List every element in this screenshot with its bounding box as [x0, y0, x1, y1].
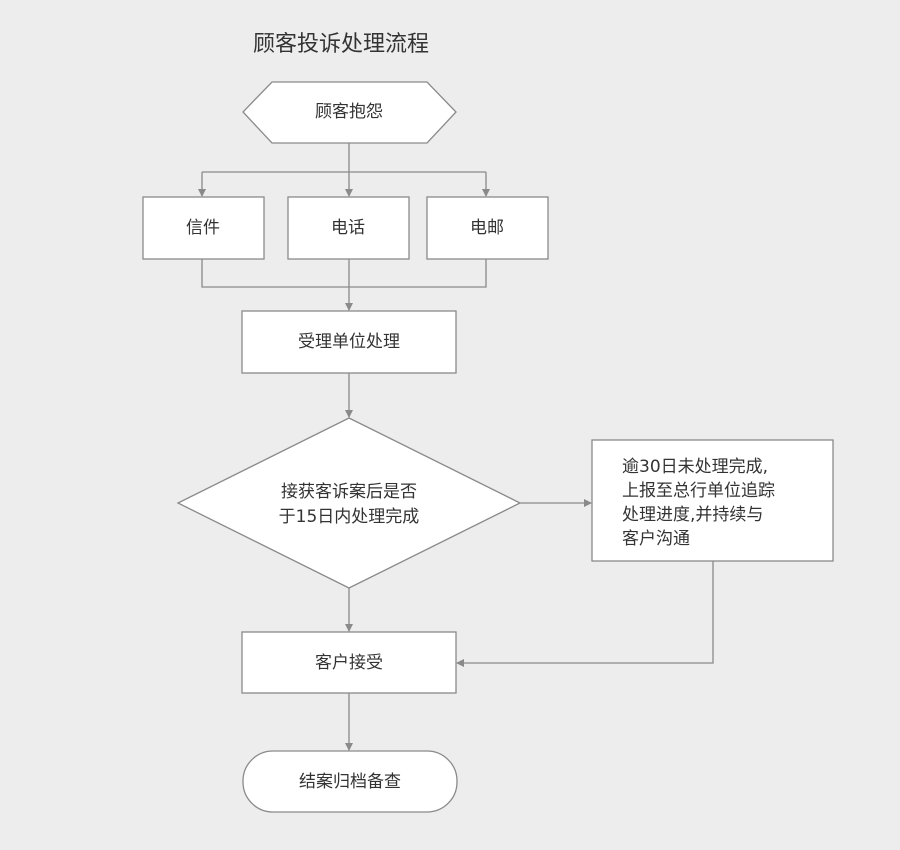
letter-node: 信件	[142, 196, 265, 260]
end-node: 结案归档备查	[242, 750, 458, 813]
escalate-label-line2: 上报至总行单位追踪	[622, 481, 775, 501]
start-label: 顾客抱怨	[315, 102, 383, 122]
start-node: 顾客抱怨	[242, 81, 457, 144]
edge-split-letter	[202, 171, 486, 196]
accept-node: 客户接受	[241, 631, 457, 694]
edge-escalate-accept	[456, 561, 714, 667]
decision-node: 接获客诉案后是否 于15日内处理完成	[176, 417, 522, 589]
escalate-label-line4: 客户沟通	[622, 529, 690, 549]
email-label: 电邮	[470, 218, 504, 238]
escalate-node: 逾30日未处理完成, 上报至总行单位追踪 处理进度,并持续与 客户沟通	[591, 439, 834, 562]
phone-node: 电话	[287, 196, 410, 260]
accept-label: 客户接受	[315, 653, 383, 673]
diagram-title: 顾客投诉处理流程	[253, 32, 430, 57]
decision-label-line1: 接获客诉案后是否	[281, 482, 417, 502]
edge-merge	[201, 259, 487, 288]
edges	[201, 143, 714, 751]
handle-node: 受理单位处理	[241, 310, 457, 374]
end-label: 结案归档备查	[299, 772, 401, 792]
phone-label: 电话	[331, 218, 365, 238]
escalate-label-line1: 逾30日未处理完成,	[622, 457, 768, 477]
escalate-label-line3: 处理进度,并持续与	[622, 505, 763, 525]
decision-label-line2: 于15日内处理完成	[279, 507, 420, 527]
email-node: 电邮	[426, 196, 549, 260]
handle-label: 受理单位处理	[298, 332, 400, 352]
letter-label: 信件	[186, 218, 220, 238]
